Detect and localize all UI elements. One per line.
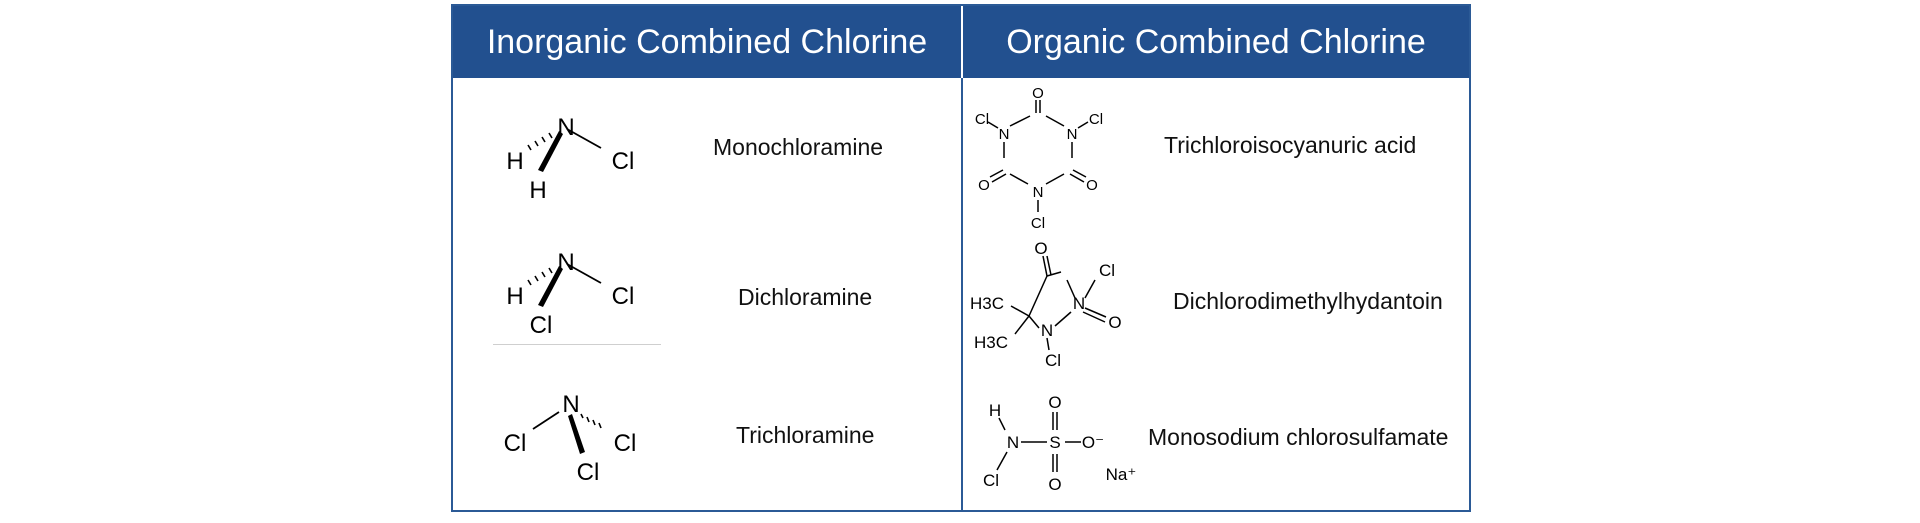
atom-o-minus: O⁻ — [1082, 433, 1104, 452]
atom-cl: Cl — [1089, 111, 1103, 128]
atom-cl: Cl — [983, 471, 999, 490]
atom-h: H — [506, 148, 523, 175]
atom-o: O — [1048, 393, 1061, 412]
atom-cl: Cl — [1031, 215, 1045, 232]
atom-na-plus: Na⁺ — [1106, 465, 1137, 484]
atom-o: O — [978, 177, 990, 194]
dichloramine-structure: N H Cl Cl — [506, 249, 635, 339]
atom-cl: Cl — [1099, 261, 1115, 280]
atom-s: S — [1049, 433, 1060, 452]
atom-n: N — [1007, 433, 1019, 452]
compound-name-dichlorodimethylhydantoin: Dichlorodimethylhydantoin — [1173, 288, 1443, 314]
atom-cl: Cl — [612, 148, 635, 175]
compound-name-trichloramine: Trichloramine — [736, 422, 875, 448]
atom-cl: Cl — [612, 283, 635, 310]
atom-cl: Cl — [530, 312, 553, 339]
atom-n: N — [557, 114, 574, 141]
chlorine-table: Inorganic Combined Chlorine Organic Comb… — [451, 4, 1471, 512]
column-divider — [961, 6, 963, 510]
atom-h3c: H3C — [970, 294, 1004, 313]
header-organic: Organic Combined Chlorine — [1006, 23, 1426, 61]
atom-o: O — [1086, 177, 1098, 194]
atom-o: O — [1048, 475, 1061, 494]
monosodium-chlorosulfamate-structure: H N S O O O⁻ Cl Na⁺ — [983, 393, 1137, 494]
atom-n: N — [1067, 126, 1078, 143]
atom-n: N — [557, 249, 574, 276]
atom-n: N — [1073, 294, 1085, 313]
trichloramine-structure: N Cl Cl Cl — [504, 391, 637, 486]
atom-h3c: H3C — [974, 333, 1008, 352]
monochloramine-structure: N H H Cl — [506, 114, 635, 204]
atom-n: N — [1041, 321, 1053, 340]
atom-h: H — [506, 283, 523, 310]
header-divider — [961, 6, 963, 78]
atom-o: O — [1108, 313, 1121, 332]
compound-name-trichloroisocyanuric-acid: Trichloroisocyanuric acid — [1164, 132, 1417, 158]
atom-cl: Cl — [614, 430, 637, 457]
header-inorganic: Inorganic Combined Chlorine — [486, 23, 928, 61]
atom-cl: Cl — [1045, 351, 1061, 370]
compound-name-monochloramine: Monochloramine — [713, 134, 884, 160]
atom-o: O — [1032, 85, 1044, 102]
atom-h: H — [529, 177, 546, 204]
compound-name-monosodium-chlorosulfamate: Monosodium chlorosulfamate — [1148, 424, 1449, 450]
trichloroisocyanuric-acid-structure: O N N N Cl Cl O O Cl — [975, 85, 1103, 232]
atom-n: N — [562, 391, 579, 418]
atom-n: N — [999, 126, 1010, 143]
atom-cl: Cl — [975, 111, 989, 128]
atom-n: N — [1033, 184, 1044, 201]
atom-cl: Cl — [577, 459, 600, 486]
row-separator — [493, 344, 661, 345]
compound-name-dichloramine: Dichloramine — [738, 284, 873, 310]
atom-h: H — [989, 401, 1001, 420]
dichlorodimethylhydantoin-structure: O N N Cl O Cl H3C H3C — [970, 239, 1122, 370]
atom-o: O — [1034, 239, 1047, 258]
atom-cl: Cl — [504, 430, 527, 457]
